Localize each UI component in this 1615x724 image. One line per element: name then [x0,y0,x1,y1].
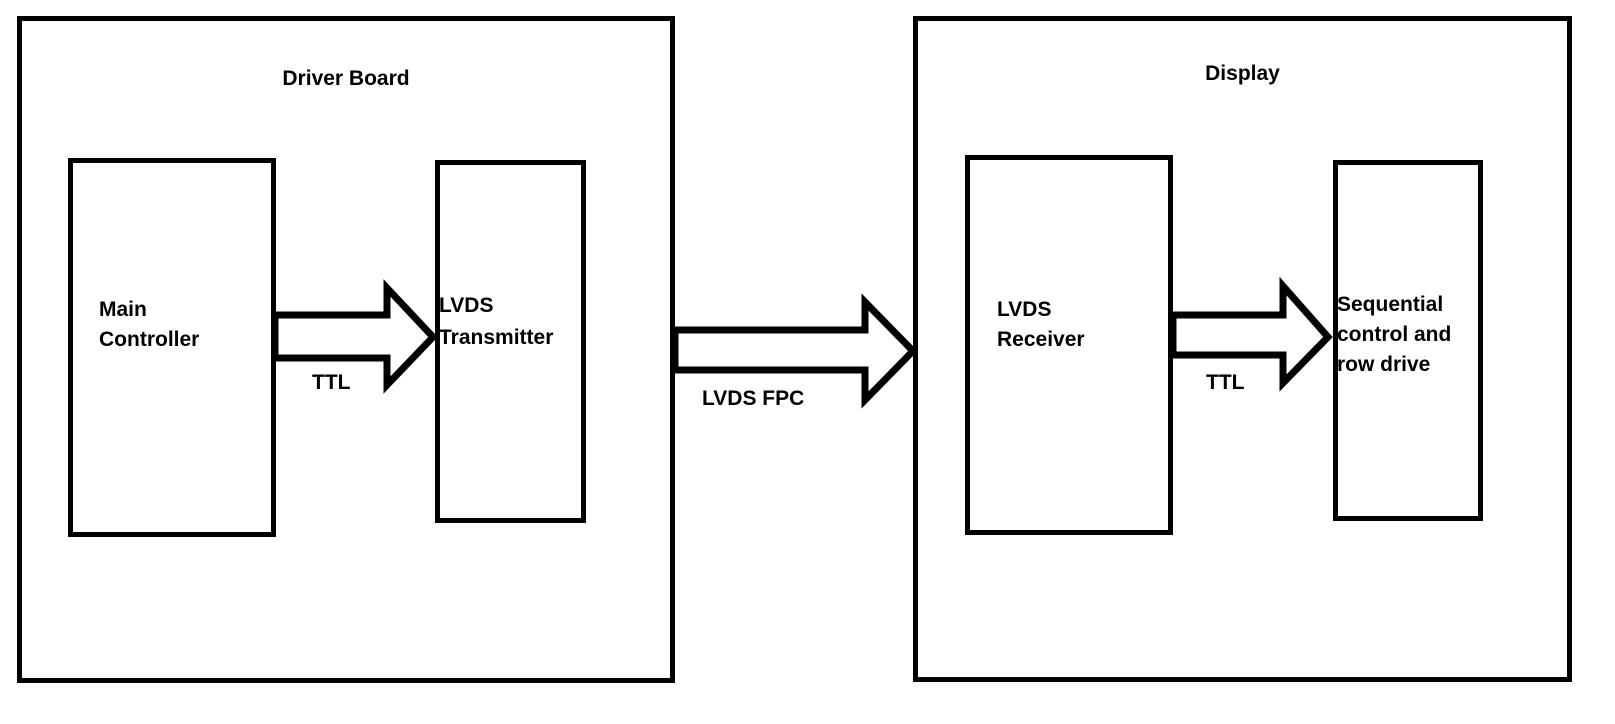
lvds-fpc-label: LVDS FPC [702,387,805,410]
ttl-arrow-left [271,279,438,394]
sequential-control-box [1333,160,1483,521]
sequential-control-label: Sequential control and row drive [1337,293,1452,376]
ttl-label-right: TTL [1206,371,1245,394]
main-controller-box [68,158,276,537]
lvds-fpc-arrow [671,293,918,409]
main-controller-label: Main Controller [99,298,200,351]
lvds-receiver-label: LVDS Receiver [997,298,1085,351]
ttl-arrow-right [1169,276,1333,392]
lvds-transmitter-box [435,160,586,523]
driver-board-title: Driver Board [282,67,410,90]
lvds-transmitter-label: LVDS Transmitter [439,294,554,349]
display-title: Display [1205,62,1280,85]
ttl-label-left: TTL [312,371,351,394]
